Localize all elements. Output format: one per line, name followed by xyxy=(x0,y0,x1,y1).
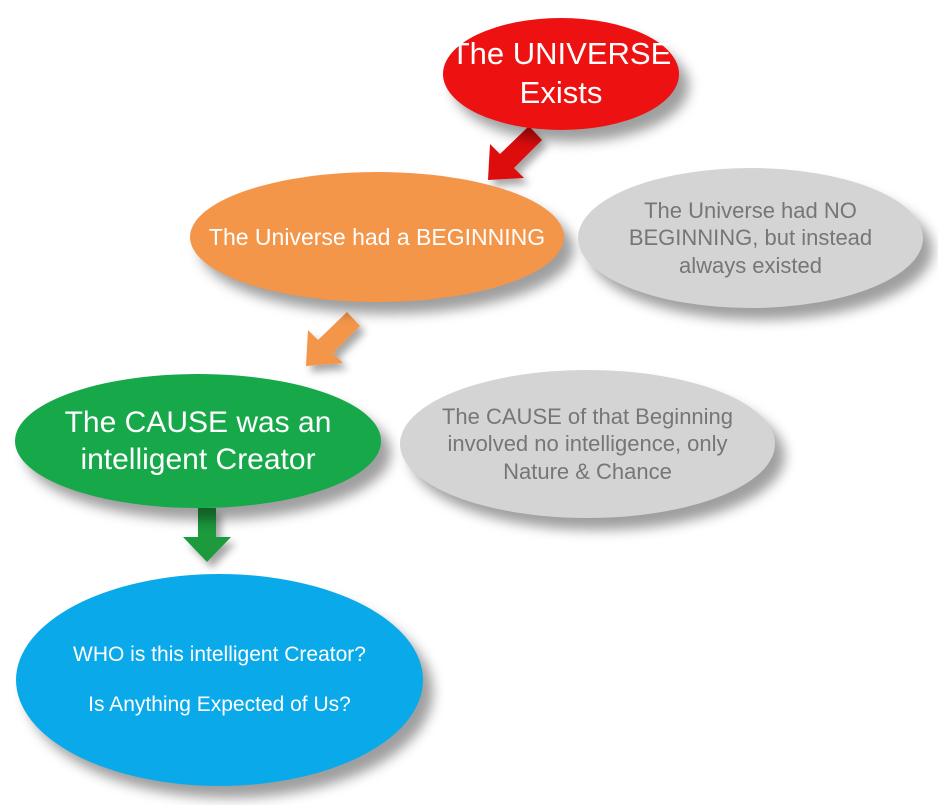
node-nature-text: The CAUSE of that Beginning involved no … xyxy=(441,403,734,484)
node-creator-text: The CAUSE was an intelligent Creator xyxy=(64,405,332,477)
node-nature-and-chance: The CAUSE of that Beginning involved no … xyxy=(400,370,775,518)
node-universe-exists: The UNIVERSE Exists xyxy=(443,18,679,130)
node-no-beginning: The Universe had NO BEGINNING, but inste… xyxy=(578,168,923,308)
arrow-universe-to-beginning xyxy=(488,126,542,180)
arrow-creator-to-who xyxy=(183,508,231,562)
node-intelligent-creator: The CAUSE was an intelligent Creator xyxy=(15,374,381,508)
node-who-line2: Is Anything Expected of Us? xyxy=(88,693,351,716)
node-universe-text: The UNIVERSE Exists xyxy=(450,36,672,110)
node-who-is-creator: WHO is this intelligent Creator? Is Anyt… xyxy=(16,574,423,786)
node-universe-beginning: The Universe had a BEGINNING xyxy=(190,172,564,302)
node-who-line1: WHO is this intelligent Creator? xyxy=(73,642,366,666)
node-no-beginning-text: The Universe had NO BEGINNING, but inste… xyxy=(628,197,873,278)
node-beginning-text: The Universe had a BEGINNING xyxy=(208,223,546,250)
arrow-beginning-to-creator xyxy=(306,312,360,366)
